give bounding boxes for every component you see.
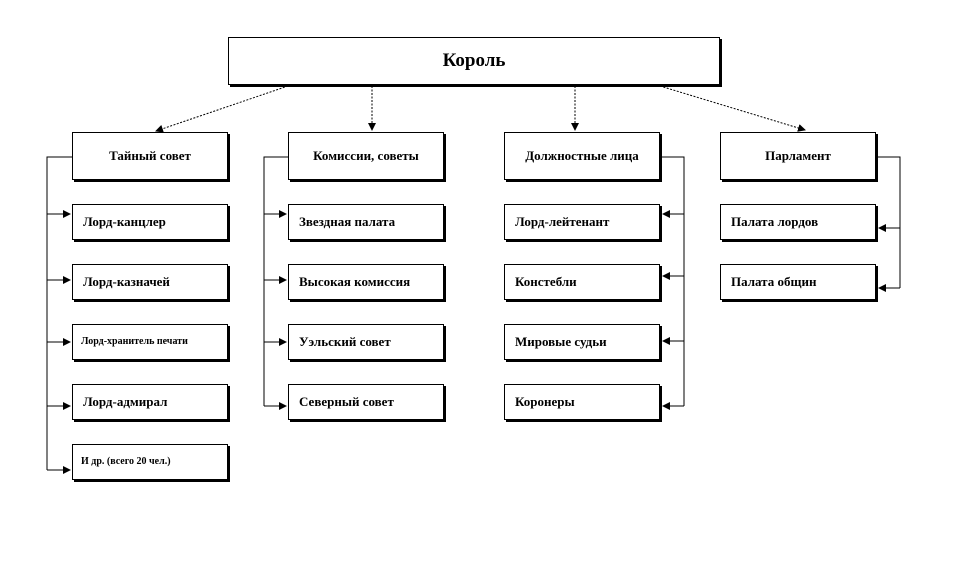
commission-item-label: Звездная палата <box>299 214 396 230</box>
privy-item: И др. (всего 20 чел.) <box>72 444 228 480</box>
official-item: Мировые судьи <box>504 324 660 360</box>
bracket-privy <box>46 156 72 470</box>
commission-item: Звездная палата <box>288 204 444 240</box>
privy-council-box: Тайный совет <box>72 132 228 180</box>
officials-title: Должностные лица <box>525 148 639 164</box>
official-item: Констебли <box>504 264 660 300</box>
commissions-title: Комиссии, советы <box>313 148 419 164</box>
arrow-king-privy <box>155 85 289 133</box>
privy-item-label: И др. (всего 20 чел.) <box>81 455 171 467</box>
privy-item-label: Лорд-казначей <box>83 274 170 290</box>
king-box: Король <box>228 37 720 85</box>
privy-item-label: Лорд-адмирал <box>83 394 168 410</box>
privy-item: Лорд-адмирал <box>72 384 228 420</box>
parliament-box: Парламент <box>720 132 876 180</box>
privy-item: Лорд-казначей <box>72 264 228 300</box>
parliament-item-label: Палата общин <box>731 274 817 290</box>
privy-item-label: Лорд-хранитель печати <box>81 335 188 347</box>
privy-item-label: Лорд-канцлер <box>83 214 166 230</box>
official-item-label: Мировые судьи <box>515 334 607 350</box>
commission-item: Высокая комиссия <box>288 264 444 300</box>
official-item-label: Коронеры <box>515 394 575 410</box>
king-label: Король <box>442 50 506 72</box>
privy-council-title: Тайный совет <box>109 148 191 164</box>
arrow-king-parliament <box>659 85 806 132</box>
commission-item-label: Высокая комиссия <box>299 274 411 290</box>
bracket-officials <box>662 156 685 406</box>
commission-item: Северный совет <box>288 384 444 420</box>
bracket-commissions <box>263 156 288 406</box>
privy-item: Лорд-хранитель печати <box>72 324 228 360</box>
commission-item: Уэльский совет <box>288 324 444 360</box>
parliament-item: Палата общин <box>720 264 876 300</box>
parliament-title: Парламент <box>765 148 831 164</box>
officials-box: Должностные лица <box>504 132 660 180</box>
commissions-box: Комиссии, советы <box>288 132 444 180</box>
parliament-item-label: Палата лордов <box>731 214 819 230</box>
bracket-parliament <box>877 156 901 288</box>
official-item-label: Констебли <box>515 274 577 290</box>
official-item: Коронеры <box>504 384 660 420</box>
commission-item-label: Уэльский совет <box>299 334 391 350</box>
privy-item: Лорд-канцлер <box>72 204 228 240</box>
official-item: Лорд-лейтенант <box>504 204 660 240</box>
official-item-label: Лорд-лейтенант <box>515 214 610 230</box>
commission-item-label: Северный совет <box>299 394 394 410</box>
parliament-item: Палата лордов <box>720 204 876 240</box>
